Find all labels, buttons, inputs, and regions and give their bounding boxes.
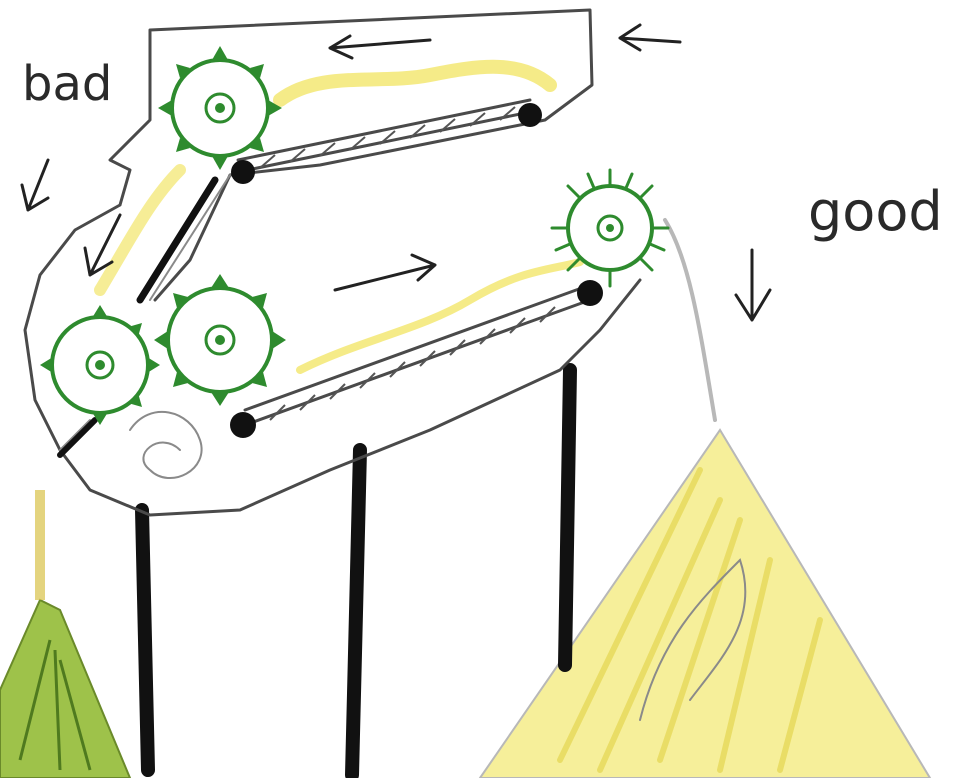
lower-conveyor [230,262,603,438]
chaff-scribble [130,412,202,478]
arrow-top-belt-icon [330,36,430,58]
gear-right [552,170,668,286]
arrow-top-left-icon [620,25,680,50]
bad-pile [0,490,130,778]
good-stream [665,220,715,420]
gear-middle [154,274,286,406]
upper-conveyor [231,67,550,184]
good-pile [480,430,930,778]
bad-label: bad [22,56,112,112]
machine-legs [142,370,570,775]
good-label: good [808,180,943,243]
arrow-bad-down-icon [22,160,48,210]
arrow-lower-belt-icon [335,255,435,290]
gear-bottom-left [40,305,160,425]
gear-top-left [158,46,282,170]
arrow-good-down-icon [736,250,770,320]
